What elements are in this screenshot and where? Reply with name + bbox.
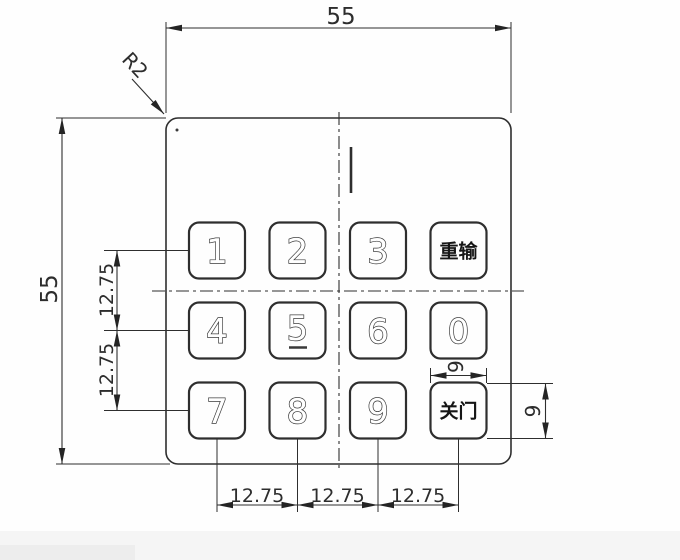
key-outline [429,221,488,280]
key-label: 0 [448,312,470,352]
keypad-keys: 1 2 3 重输 4 5 6 0 [187,221,488,440]
dimension-value: 12.75 [96,263,118,317]
dimension-value: 12.75 [310,485,364,507]
dim-key-width: 9 [430,360,487,383]
key-1: 1 [187,221,247,280]
centerlines [152,112,524,470]
key-label: 3 [367,232,389,272]
key-6: 6 [348,301,408,360]
dim-panel-height: 55 [37,117,170,465]
key-outline [268,301,327,360]
dimension-value: 9 [521,405,545,418]
dimension-value: 12.75 [96,343,118,397]
dim-key-height: 9 [487,383,553,439]
key-closedoor: 关门 [429,381,488,440]
dimension-value: 55 [326,4,355,30]
key-label: 关门 [439,400,477,423]
dimension-value: 12.75 [230,485,284,507]
key-label: 1 [206,232,228,272]
key-label: 9 [367,392,389,432]
key-label: 2 [287,232,309,272]
radius-callout: R2 [117,47,165,115]
dimension-value: 9 [444,360,468,373]
key-outline [429,301,488,360]
key-label: 4 [206,312,228,352]
key-label: 5 [287,309,309,349]
dimension-value: 12.75 [391,485,445,507]
leader-line [131,78,165,115]
radius-value: R2 [117,47,153,83]
dim-col-pitch: 12.75 12.75 12.75 [216,438,459,512]
key-3: 3 [348,221,408,280]
key-label: 8 [287,392,309,432]
key-outline [348,301,408,360]
key-label: 6 [367,312,389,352]
bottom-left-smudge [0,545,135,560]
key-label: 重输 [439,240,478,263]
dimension-value: 55 [37,274,63,303]
dim-row-pitch: 12.75 12.75 [96,250,189,411]
key-4: 4 [187,301,247,360]
corner-reference-dot [175,128,179,132]
key-outline [268,221,327,280]
key-8: 8 [268,381,327,440]
key-reenter: 重输 [429,221,488,280]
key-2: 2 [268,221,327,280]
key-0: 0 [429,301,488,360]
key-label: 7 [206,392,228,432]
key-9: 9 [348,381,408,440]
key-7: 7 [187,381,247,440]
key-5: 5 [268,301,327,360]
key-outline [348,221,408,280]
dim-panel-width: 55 [165,4,512,113]
